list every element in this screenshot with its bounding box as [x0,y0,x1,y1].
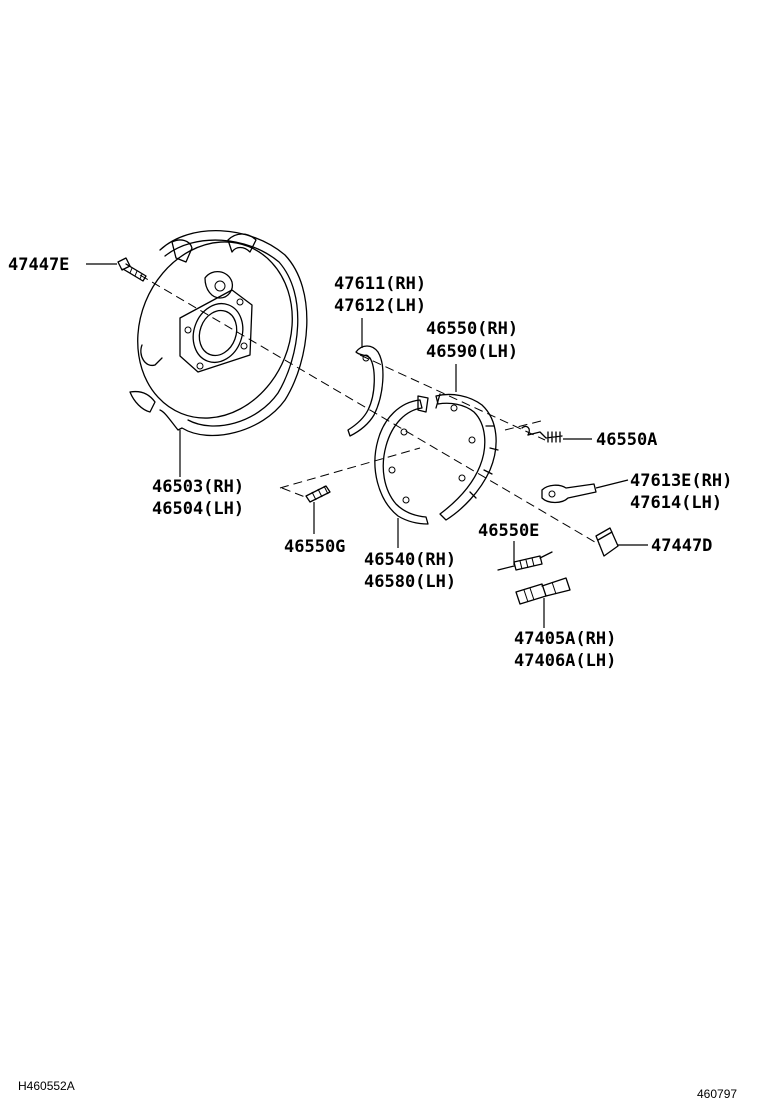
strut-47611-part [347,345,384,437]
label-46503: 46503(RH) [152,477,244,497]
label-47614: 47614(LH) [630,493,722,513]
brake-shoe-46540-part [374,395,429,525]
label-46550A: 46550A [596,430,657,450]
brake-shoe-46550-part [435,393,499,521]
label-47612: 47612(LH) [334,296,426,316]
label-47405A: 47405A(RH) [514,629,616,649]
backing-plate-part [129,229,308,437]
label-46540: 46540(RH) [364,550,456,570]
label-47447E: 47447E [8,255,69,275]
footer-left-code: H460552A [18,1079,75,1093]
leader-lines [86,263,648,628]
bolt-47447E-part [117,257,147,282]
label-47447D: 47447D [651,536,712,556]
spring-46550E-part [497,551,553,571]
spring-46550G-part [305,485,331,503]
label-46550: 46550(RH) [426,319,518,339]
label-47611: 47611(RH) [334,274,426,294]
label-47613E: 47613E(RH) [630,471,732,491]
label-46550E: 46550E [478,521,539,541]
adjuster-47405A-part [515,577,571,605]
lever-47613E-part [541,483,597,504]
label-46504: 46504(LH) [152,499,244,519]
spring-46550A-part [521,425,563,443]
footer-right-code: 460797 [697,1087,737,1101]
label-46550G: 46550G [284,537,345,557]
label-47406A: 47406A(LH) [514,651,616,671]
label-46590: 46590(LH) [426,342,518,362]
label-46580: 46580(LH) [364,572,456,592]
assembly-centerlines [139,274,601,546]
clip-47447D-part [595,527,619,557]
